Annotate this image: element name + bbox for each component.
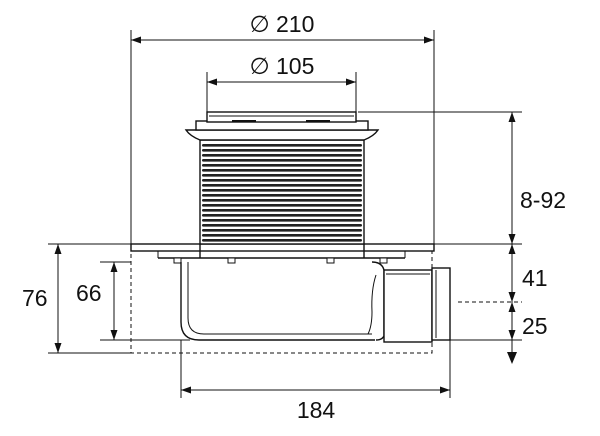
label-width-184: 184 — [297, 397, 336, 423]
dimension-lines — [54, 36, 517, 394]
label-height-76: 76 — [22, 285, 48, 311]
label-height-41: 41 — [522, 265, 548, 291]
trap-bend — [371, 261, 385, 341]
outlet-pipe — [383, 269, 433, 343]
thread-rib — [202, 179, 362, 182]
bolts — [173, 257, 388, 264]
flange-plate — [130, 243, 435, 252]
label-diameter-105: ∅ 105 — [250, 53, 315, 79]
thread-rib — [202, 189, 362, 192]
thread-rib — [202, 164, 362, 167]
label-height-25: 25 — [522, 313, 548, 339]
thread-rib — [202, 219, 362, 222]
outlet-spigot — [431, 267, 451, 341]
thread-rib — [202, 184, 362, 187]
thread-rib — [202, 144, 362, 147]
extension-lines — [48, 30, 522, 398]
label-height-66: 66 — [76, 280, 102, 306]
riser-threads — [202, 144, 362, 242]
thread-rib — [202, 169, 362, 172]
label-diameter-210: ∅ 210 — [250, 11, 315, 37]
dimension-labels: ∅ 210 ∅ 105 8-92 41 25 76 66 184 — [22, 11, 566, 423]
grate-cover — [206, 111, 357, 123]
thread-rib — [202, 159, 362, 162]
thread-rib — [202, 204, 362, 207]
drain-bowl — [180, 262, 375, 341]
thread-rib — [202, 194, 362, 197]
thread-rib — [202, 229, 362, 232]
threaded-riser — [199, 139, 365, 245]
thread-rib — [202, 199, 362, 202]
thread-rib — [202, 234, 362, 237]
grate-collar — [184, 129, 380, 141]
drain-body — [130, 243, 451, 343]
top-grate — [184, 111, 380, 141]
thread-rib — [202, 214, 362, 217]
thread-rib — [202, 174, 362, 177]
thread-rib — [202, 154, 362, 157]
label-height-8-92: 8-92 — [520, 187, 566, 213]
thread-rib — [202, 239, 362, 242]
dashed-envelope — [130, 247, 433, 354]
thread-rib — [202, 149, 362, 152]
thread-rib — [202, 224, 362, 227]
thread-rib — [202, 209, 362, 212]
